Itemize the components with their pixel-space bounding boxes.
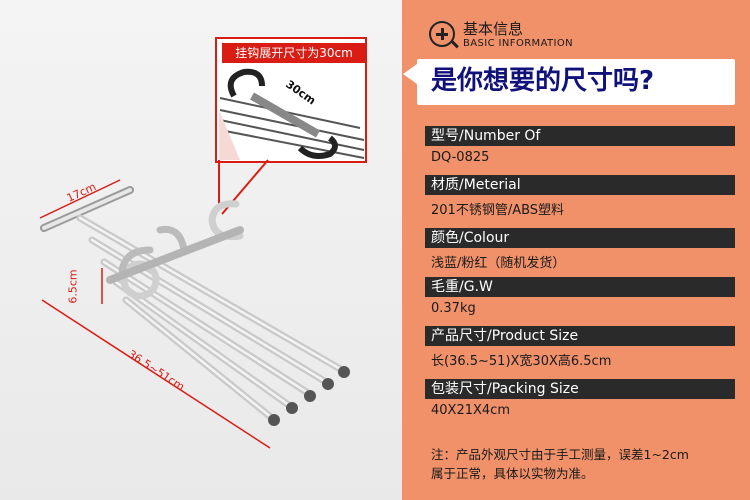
- page-title: 是你想要的尺寸吗?: [431, 66, 655, 96]
- callout-pointer: [219, 110, 240, 160]
- spec-label-material: 材质/Meterial: [425, 175, 735, 195]
- spec-value-material: 201不锈钢管/ABS塑料: [431, 203, 565, 218]
- hanger-body: [40, 186, 350, 426]
- info-header: 基本信息 BASIC INFORMATION 是你想要的尺寸吗?: [425, 14, 735, 104]
- spec-label-packing-size: 包装尺寸/Packing Size: [425, 379, 735, 399]
- callout-hanger-detail: [219, 68, 365, 159]
- headline-backdrop: [417, 59, 735, 105]
- disclaimer-note-line2: 属于正常，具体以实物为准。: [431, 466, 594, 481]
- disclaimer-note-line1: 注：产品外观尺寸由于手工测量，误差1~2cm: [431, 447, 689, 462]
- header-title-en: BASIC INFORMATION: [463, 38, 574, 49]
- product-illustration: [39, 37, 367, 449]
- spec-label-product-size: 产品尺寸/Product Size: [425, 326, 735, 346]
- dimension-height-label: 6.5cm: [66, 269, 80, 304]
- header-title-cn: 基本信息: [463, 20, 524, 38]
- spec-value-packing-size: 40X21X4cm: [431, 403, 510, 418]
- zoom-handle-icon: [451, 40, 459, 49]
- callout-label: 挂钩展开尺寸为30cm: [222, 43, 366, 63]
- spec-value-model: DQ-0825: [431, 150, 490, 165]
- spec-label-model: 型号/Number Of: [425, 126, 735, 146]
- spec-label-weight: 毛重/G.W: [425, 277, 735, 297]
- zoom-plus-icon: [429, 21, 455, 47]
- spec-value-colour: 浅蓝/粉红（随机发货）: [431, 256, 566, 271]
- product-photo-panel: 挂钩展开尺寸为30cm 30cm 17cm 6.5cm 36.5~51cm: [0, 0, 402, 500]
- spec-value-weight: 0.37kg: [431, 301, 476, 316]
- dimension-lines: [39, 179, 271, 449]
- headline-pointer: [403, 64, 417, 84]
- spec-label-colour: 颜色/Colour: [425, 228, 735, 248]
- spec-value-product-size: 长(36.5~51)X宽30X高6.5cm: [431, 354, 612, 369]
